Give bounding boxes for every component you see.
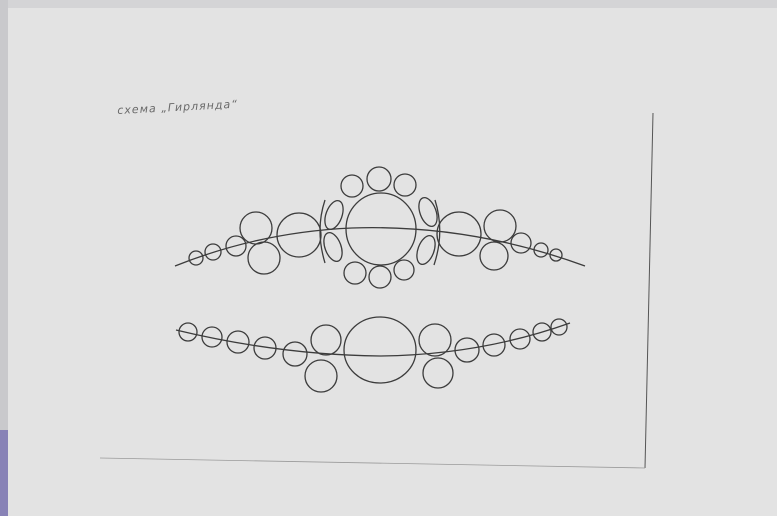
upper-garland — [175, 167, 585, 288]
upper-top-bead — [394, 174, 416, 196]
upper-bottom-bead — [344, 262, 366, 284]
lower-bead-right — [510, 329, 530, 349]
lower-center-bead — [344, 317, 416, 383]
frame-line-bottom — [100, 458, 645, 468]
lower-thread — [176, 323, 570, 356]
lower-garland — [176, 317, 570, 392]
upper-bead-left — [240, 212, 272, 244]
upper-bead-right — [484, 210, 516, 242]
upper-leaf-bead — [415, 195, 440, 229]
upper-bottom-bead — [394, 260, 414, 280]
upper-bead-right — [511, 233, 531, 253]
lower-bead-left — [305, 360, 337, 392]
upper-bead-right — [480, 242, 508, 270]
upper-top-bead — [367, 167, 391, 191]
lower-bead-right — [423, 358, 453, 388]
upper-bottom-bead — [369, 266, 391, 288]
upper-bead-left — [248, 242, 280, 274]
lower-bead-left — [283, 342, 307, 366]
upper-top-bead — [341, 175, 363, 197]
upper-leaf-bead — [321, 198, 346, 232]
lower-bead-left — [311, 325, 341, 355]
lower-bead-right — [419, 324, 451, 356]
frame-line-right — [645, 113, 653, 468]
